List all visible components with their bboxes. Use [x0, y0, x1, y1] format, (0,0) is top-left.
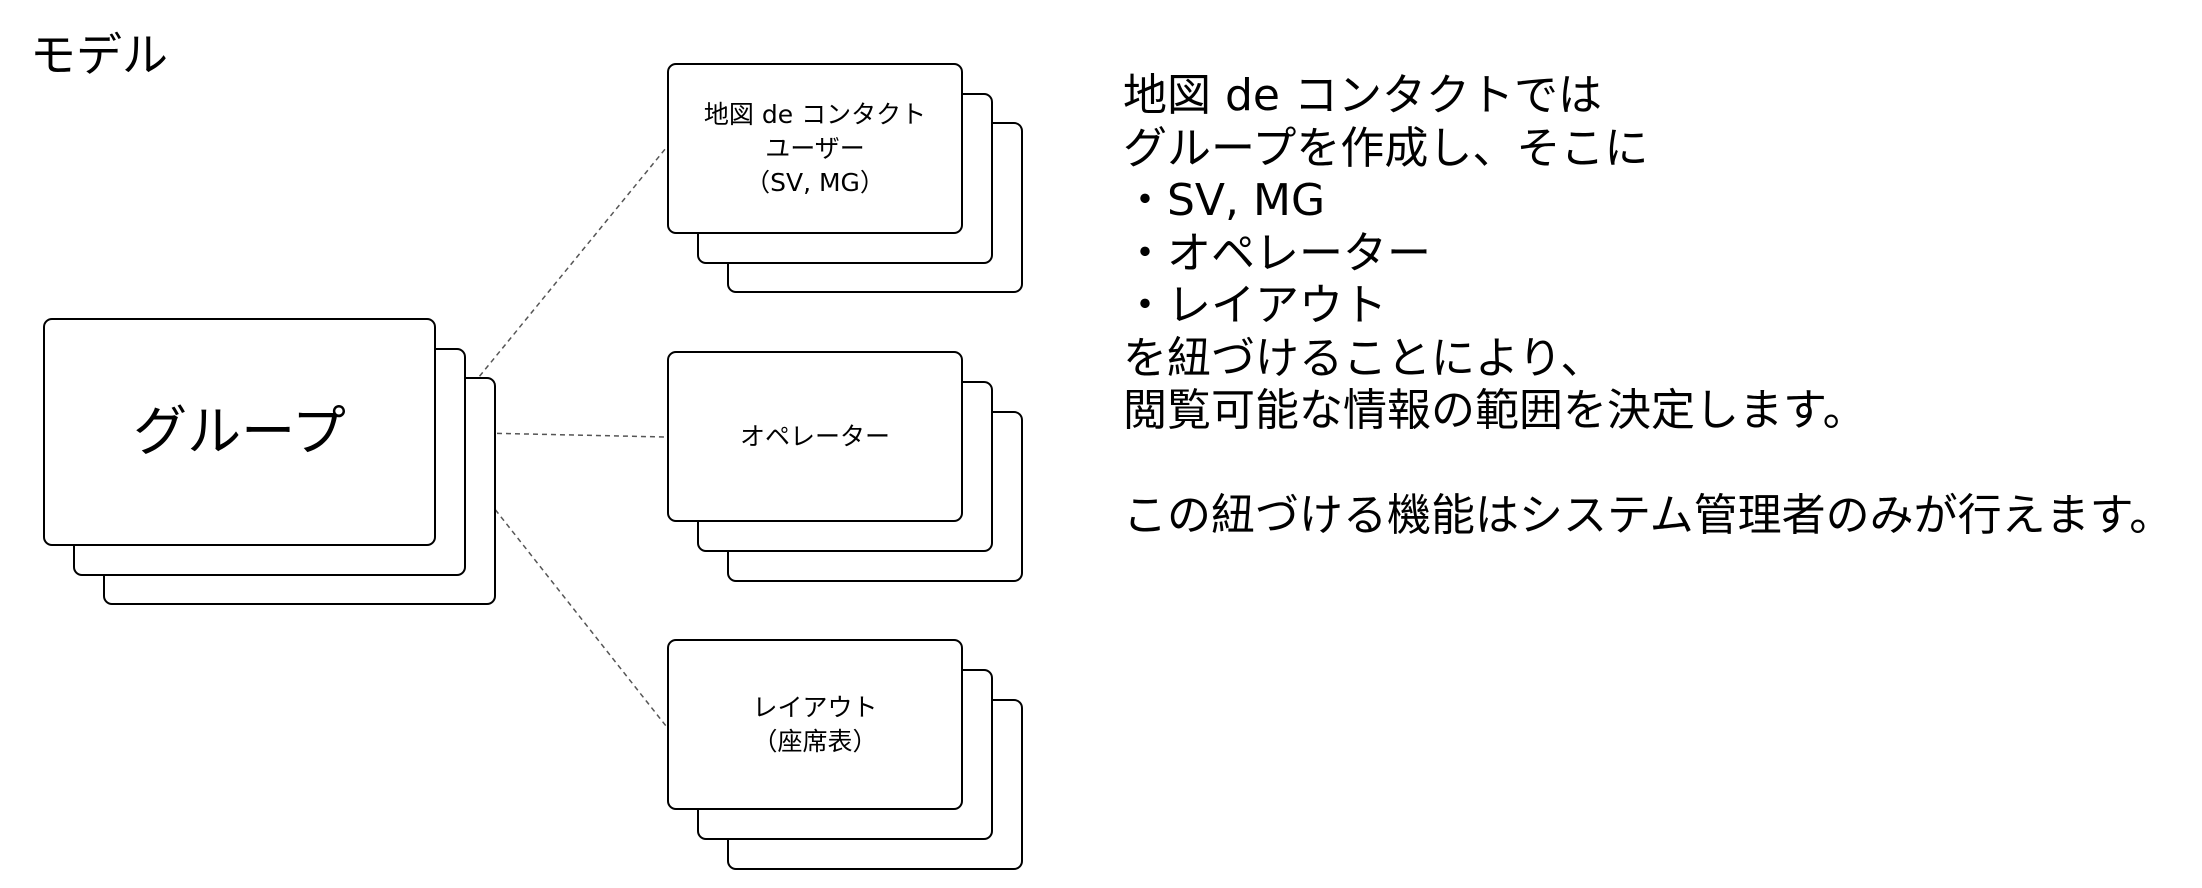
group-card-label: グループ	[133, 400, 346, 463]
layouts-card-line: （座席表）	[752, 726, 878, 756]
group-card: グループ	[43, 318, 436, 546]
layouts-card-line: レイアウト	[752, 692, 878, 722]
description-note: この紐づける機能はシステム管理者のみが行えます。	[1123, 490, 2174, 541]
operators-card-label: オペレーター	[740, 420, 890, 454]
description-line: ・レイアウト	[1123, 280, 1387, 331]
description-line: ・オペレーター	[1123, 227, 1431, 279]
description-text: 地図 de コンタクトでは グループを作成し、そこに ・SV, MG ・オペレー…	[1123, 70, 2173, 543]
description-line: グループを作成し、そこに	[1123, 122, 1649, 174]
users-card-label: 地図 de コンタクト ユーザー （SV, MG）	[704, 98, 926, 200]
users-card-line: 地図 de コンタクト	[703, 99, 927, 129]
connector-to-users	[433, 147, 667, 433]
users-card-line: ユーザー	[765, 133, 865, 163]
description-line: 地図 de コンタクトでは	[1123, 70, 1602, 121]
layouts-card: レイアウト （座席表）	[667, 639, 963, 810]
operators-card: オペレーター	[667, 351, 963, 522]
users-card-line: （SV, MG）	[745, 167, 885, 197]
description-line: を紐づけることにより、	[1123, 332, 1605, 384]
operators-card-line: オペレーター	[739, 421, 890, 451]
layouts-card-label: レイアウト （座席表）	[752, 691, 877, 759]
page-title: モデル	[30, 28, 168, 82]
description-line: 閲覧可能な情報の範囲を決定します。	[1123, 385, 1867, 436]
users-card: 地図 de コンタクト ユーザー （SV, MG）	[667, 63, 963, 234]
description-line: ・SV, MG	[1123, 175, 1326, 226]
description-spacer	[1123, 438, 2173, 491]
